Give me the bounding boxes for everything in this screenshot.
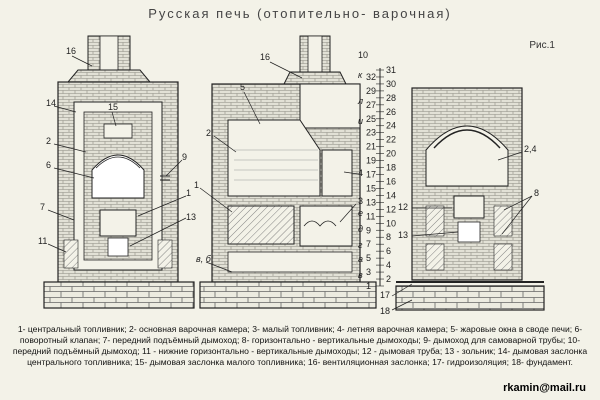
leader-lines xyxy=(47,55,533,311)
scale-number: 3 xyxy=(366,267,371,277)
scale-number: 26 xyxy=(386,107,396,117)
scale-number: 21 xyxy=(366,142,376,152)
callout-mid-1: 1 xyxy=(194,180,199,190)
scale-number: 17 xyxy=(366,170,376,180)
left-main-cooking-chamber xyxy=(91,154,145,199)
scale-number: 13 xyxy=(366,197,376,207)
scale-number: 5 xyxy=(366,253,371,263)
scale-number: 11 xyxy=(366,211,375,221)
scale-number: 16 xyxy=(386,176,396,186)
callout-mid-3: 3 xyxy=(358,196,363,206)
callout-left-9: 9 xyxy=(182,152,187,162)
middle-small-firebox xyxy=(299,205,353,247)
scale-number: 15 xyxy=(366,183,376,193)
left-foundation xyxy=(43,281,195,309)
scale-number: 12 xyxy=(386,204,396,214)
callout-left-15: 15 xyxy=(108,102,118,112)
callout-mid-e: е xyxy=(358,208,363,218)
callout-right-17: 17 xyxy=(380,290,390,300)
left-section-view xyxy=(43,35,195,309)
scale-number: 6 xyxy=(386,246,391,256)
scale-number: 22 xyxy=(386,135,396,145)
right-ash-pit-door xyxy=(457,221,481,243)
callout-mid-10: 10 xyxy=(358,50,368,60)
scale-number: 19 xyxy=(366,156,376,166)
scale-number: 2 xyxy=(386,274,391,284)
left-central-firebox xyxy=(99,209,137,237)
scale-number: 14 xyxy=(386,190,396,200)
right-callouts: 2,4 8 12 13 17 18 xyxy=(380,144,539,316)
callout-mid-4: 4 xyxy=(358,168,363,178)
scale-number: 30 xyxy=(386,79,396,89)
scale-number: 28 xyxy=(386,93,396,103)
callout-left-2: 2 xyxy=(46,136,51,146)
callout-mid-d: д xyxy=(358,224,363,234)
callout-left-11: 11 xyxy=(38,236,47,246)
middle-section-view xyxy=(199,35,377,309)
source-email: rkamin@mail.ru xyxy=(503,382,586,394)
callout-left-14: 14 xyxy=(46,98,56,108)
scale-number: 9 xyxy=(366,225,371,235)
scale-number: 24 xyxy=(386,121,396,131)
callout-mid-2: 2 xyxy=(206,128,211,138)
callout-right-12: 12 xyxy=(398,202,408,212)
callout-mid-k: к xyxy=(358,70,363,80)
scale-number: 7 xyxy=(366,239,371,249)
scale-number: 8 xyxy=(386,232,391,242)
left-callouts: 16 14 15 2 6 9 7 1 13 11 xyxy=(38,46,196,246)
callout-left-16: 16 xyxy=(66,46,76,56)
callout-mid-16: 16 xyxy=(260,52,270,62)
callout-mid-a: а xyxy=(358,254,363,264)
scale-number: 31 xyxy=(386,65,396,75)
scale-number: 4 xyxy=(386,260,391,270)
right-front-view xyxy=(395,87,545,311)
callout-left-13: 13 xyxy=(186,212,196,222)
middle-callouts: 16 10 к 5 л и 2 4 1 3 е д г в, б а в xyxy=(194,50,368,280)
right-firebox-door xyxy=(453,195,485,219)
middle-summer-chamber xyxy=(321,149,353,197)
callout-left-6: 6 xyxy=(46,160,51,170)
middle-foundation xyxy=(199,281,377,309)
legend-caption: 1- центральный топливник; 2- основная ва… xyxy=(12,324,588,367)
callout-right-13: 13 xyxy=(398,230,408,240)
scale-number: 32 xyxy=(366,72,376,82)
middle-central-firebox xyxy=(227,205,295,245)
callout-mid-i: и xyxy=(358,116,363,126)
scale-number: 20 xyxy=(386,149,396,159)
callout-right-2-4: 2,4 xyxy=(524,144,537,154)
right-foundation xyxy=(395,285,545,311)
callout-right-18: 18 xyxy=(380,306,390,316)
scale-number: 18 xyxy=(386,163,396,173)
scale-number: 10 xyxy=(386,218,396,228)
scale-number: 25 xyxy=(366,114,376,124)
callout-mid-vb: в, б xyxy=(196,254,212,264)
callout-left-7: 7 xyxy=(40,202,45,212)
height-scale: 3132302928272625242322212019181716151413… xyxy=(366,65,396,291)
right-cooking-chamber-opening xyxy=(425,125,509,187)
middle-main-cooking-chamber xyxy=(227,119,321,197)
scale-number: 27 xyxy=(366,100,376,110)
callout-mid-l: л xyxy=(357,96,363,106)
callout-mid-v: в xyxy=(358,270,363,280)
callout-mid-5: 5 xyxy=(240,82,245,92)
figure-label: Рис.1 xyxy=(529,40,555,51)
left-ash-pit xyxy=(107,237,129,257)
callout-mid-g: г xyxy=(358,240,363,250)
callout-left-1: 1 xyxy=(186,188,191,198)
scale-number: 29 xyxy=(366,86,376,96)
callout-right-8: 8 xyxy=(534,188,539,198)
scale-number: 23 xyxy=(366,128,376,138)
scale-number: 1 xyxy=(366,281,371,291)
drawing-title: Русская печь (отопительно- варочная) xyxy=(148,6,452,21)
